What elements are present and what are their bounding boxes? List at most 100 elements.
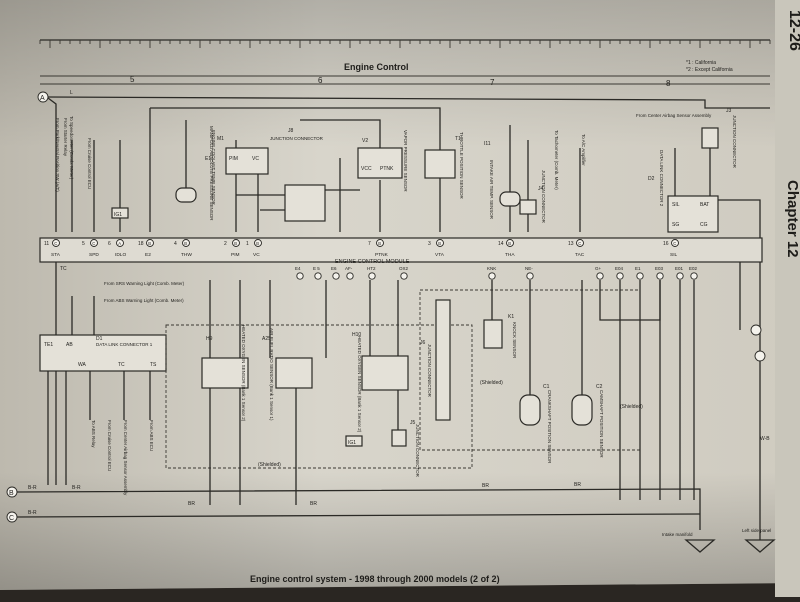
ground-intake-manifold: Intake manifold	[662, 532, 716, 553]
svg-text:VTA: VTA	[435, 252, 445, 258]
shielded-region-left	[165, 324, 473, 469]
ecm-pin-bottom-3: AF-	[345, 266, 354, 280]
air-fuel-ratio-sensor-a25: A25 AIR FUEL RATIO SENSOR (Bank 1 Sensor…	[262, 328, 313, 421]
svg-text:ENGINE COOLANT TEMP. SENSOR: ENGINE COOLANT TEMP. SENSOR	[211, 130, 216, 206]
svg-text:THW: THW	[181, 252, 192, 258]
svg-text:CAMSHAFT POSITION SENSOR: CAMSHAFT POSITION SENSOR	[599, 390, 604, 458]
svg-text:H9: H9	[206, 336, 213, 342]
data-link-connector-d2: SIL BAT SG CG D2 DATA LINK CONNECTOR 2	[648, 150, 719, 233]
data-link-connector-d1: TE1 AB WA TC TS D1 DATA LINK CONNECTOR 1	[39, 334, 167, 372]
ecm-pin-bottom-5: OX2	[399, 266, 409, 280]
grid-number-6: 6	[318, 76, 323, 85]
svg-text:VCC: VCC	[361, 166, 372, 172]
svg-text:TAC: TAC	[575, 252, 585, 258]
knock-sensor-k1: K1 KNOCK SENSOR	[483, 314, 517, 359]
svg-text:TC: TC	[118, 362, 125, 368]
svg-text:KNOCK SENSOR: KNOCK SENSOR	[512, 322, 517, 359]
top-ruler	[39, 39, 771, 85]
svg-text:TC: TC	[60, 266, 67, 272]
throttle-position-sensor-t1: T1 THROTTLE POSITION SENSOR	[424, 132, 464, 200]
svg-text:Left side panel: Left side panel	[742, 528, 771, 533]
ecm-pin-bottom-9: E04	[615, 266, 624, 280]
svg-text:J5: J5	[410, 420, 416, 426]
svg-text:B: B	[508, 241, 511, 246]
callout-cruise-bottom: From Cruise Control ECU	[107, 420, 112, 471]
ecm-pin-bottom-11: E03	[655, 266, 664, 280]
svg-text:KNK: KNK	[487, 266, 496, 271]
ecm-pin-bottom-12: E01	[675, 266, 684, 280]
svg-text:VC: VC	[252, 156, 259, 162]
svg-text:18: 18	[138, 241, 144, 247]
svg-text:J4: J4	[538, 186, 544, 192]
grid-number-5: 5	[130, 75, 135, 84]
svg-text:E2: E2	[145, 252, 151, 258]
svg-text:DATA LINK CONNECTOR 1: DATA LINK CONNECTOR 1	[96, 342, 153, 347]
svg-text:VAPOR PRESSURE SENSOR: VAPOR PRESSURE SENSOR	[403, 130, 408, 192]
callout-tachometer: To Tachometer (Comb. Meter)	[554, 130, 559, 190]
svg-text:BR: BR	[574, 482, 581, 488]
svg-text:IG1: IG1	[114, 212, 122, 218]
svg-text:ENGINE CONTROL MODULE: ENGINE CONTROL MODULE	[335, 259, 410, 265]
heated-oxygen-sensor-h10: H10 HEATED OXYGEN SENSOR (Bank 1 Sensor …	[352, 332, 409, 433]
svg-text:A: A	[40, 95, 45, 102]
svg-text:JUNCTION CONNECTOR: JUNCTION CONNECTOR	[541, 170, 546, 224]
callout-airbag-top: From Center Airbag Sensor Assembly	[636, 113, 712, 118]
svg-text:4: 4	[174, 241, 177, 247]
svg-text:HEATED OXYGEN SENSOR (Bank 1 S: HEATED OXYGEN SENSOR (Bank 1 Sensor 2)	[241, 325, 246, 422]
svg-text:JUNCTION CONNECTOR: JUNCTION CONNECTOR	[270, 136, 324, 141]
ecm-bus: ENGINE CONTROL MODULE TC	[39, 237, 763, 272]
svg-text:C1: C1	[543, 384, 550, 390]
junction-connector-j4: J4 JUNCTION CONNECTOR	[519, 170, 546, 224]
svg-text:J6: J6	[420, 340, 426, 346]
svg-text:6: 6	[108, 241, 111, 247]
callout-srs: From SRS Warning Light (Comb. Meter)	[104, 281, 185, 286]
svg-text:11: 11	[44, 241, 49, 247]
svg-text:E01: E01	[675, 266, 684, 271]
junction-connector-j3: J3 JUNCTION CONNECTOR	[701, 108, 737, 169]
svg-text:C: C	[673, 241, 676, 246]
svg-text:B-R: B-R	[72, 485, 81, 491]
svg-text:IG1: IG1	[348, 440, 356, 446]
svg-text:C: C	[92, 241, 95, 246]
svg-text:(Shielded): (Shielded)	[620, 404, 643, 410]
bus-marker-b: B	[6, 486, 18, 498]
svg-text:E03: E03	[655, 266, 664, 271]
svg-text:SG: SG	[672, 222, 679, 228]
side-tab: Chapter 12	[784, 180, 800, 258]
heated-oxygen-sensor-h9: H9 HEATED OXYGEN SENSOR (Bank 1 Sensor 2…	[201, 325, 249, 422]
junction-connector-j8: J8 JUNCTION CONNECTOR	[270, 128, 326, 222]
svg-text:SPD: SPD	[89, 252, 99, 258]
svg-text:BAT: BAT	[700, 202, 709, 208]
svg-text:E 5: E 5	[313, 266, 320, 271]
svg-text:PIM: PIM	[231, 252, 240, 258]
svg-text:BR: BR	[188, 501, 195, 507]
callout-abs-ecu: From ABS ECU	[149, 420, 154, 451]
svg-text:CG: CG	[700, 222, 708, 228]
junction-connector-j6: J6 JUNCTION CONNECTOR	[420, 299, 451, 421]
ig1-tag-lower: IG1	[345, 435, 363, 447]
svg-text:E1: E1	[635, 266, 641, 271]
svg-text:C: C	[9, 515, 14, 522]
svg-text:(Shielded): (Shielded)	[258, 462, 281, 468]
svg-text:TE1: TE1	[44, 342, 53, 348]
svg-text:(Shielded): (Shielded)	[480, 380, 503, 386]
svg-text:CRANKSHAFT POSITION SENSOR: CRANKSHAFT POSITION SENSOR	[547, 390, 552, 464]
left-text-speedometer: To Speedometer (Comb. Meter)	[69, 116, 74, 180]
grid-number-7: 7	[490, 78, 495, 87]
svg-text:WA: WA	[78, 362, 87, 368]
svg-text:SIL: SIL	[672, 202, 680, 208]
svg-text:AB: AB	[66, 342, 73, 348]
svg-text:K1: K1	[508, 314, 514, 320]
svg-text:Intake manifold: Intake manifold	[662, 532, 693, 537]
grid-number-8: 8	[666, 79, 671, 88]
